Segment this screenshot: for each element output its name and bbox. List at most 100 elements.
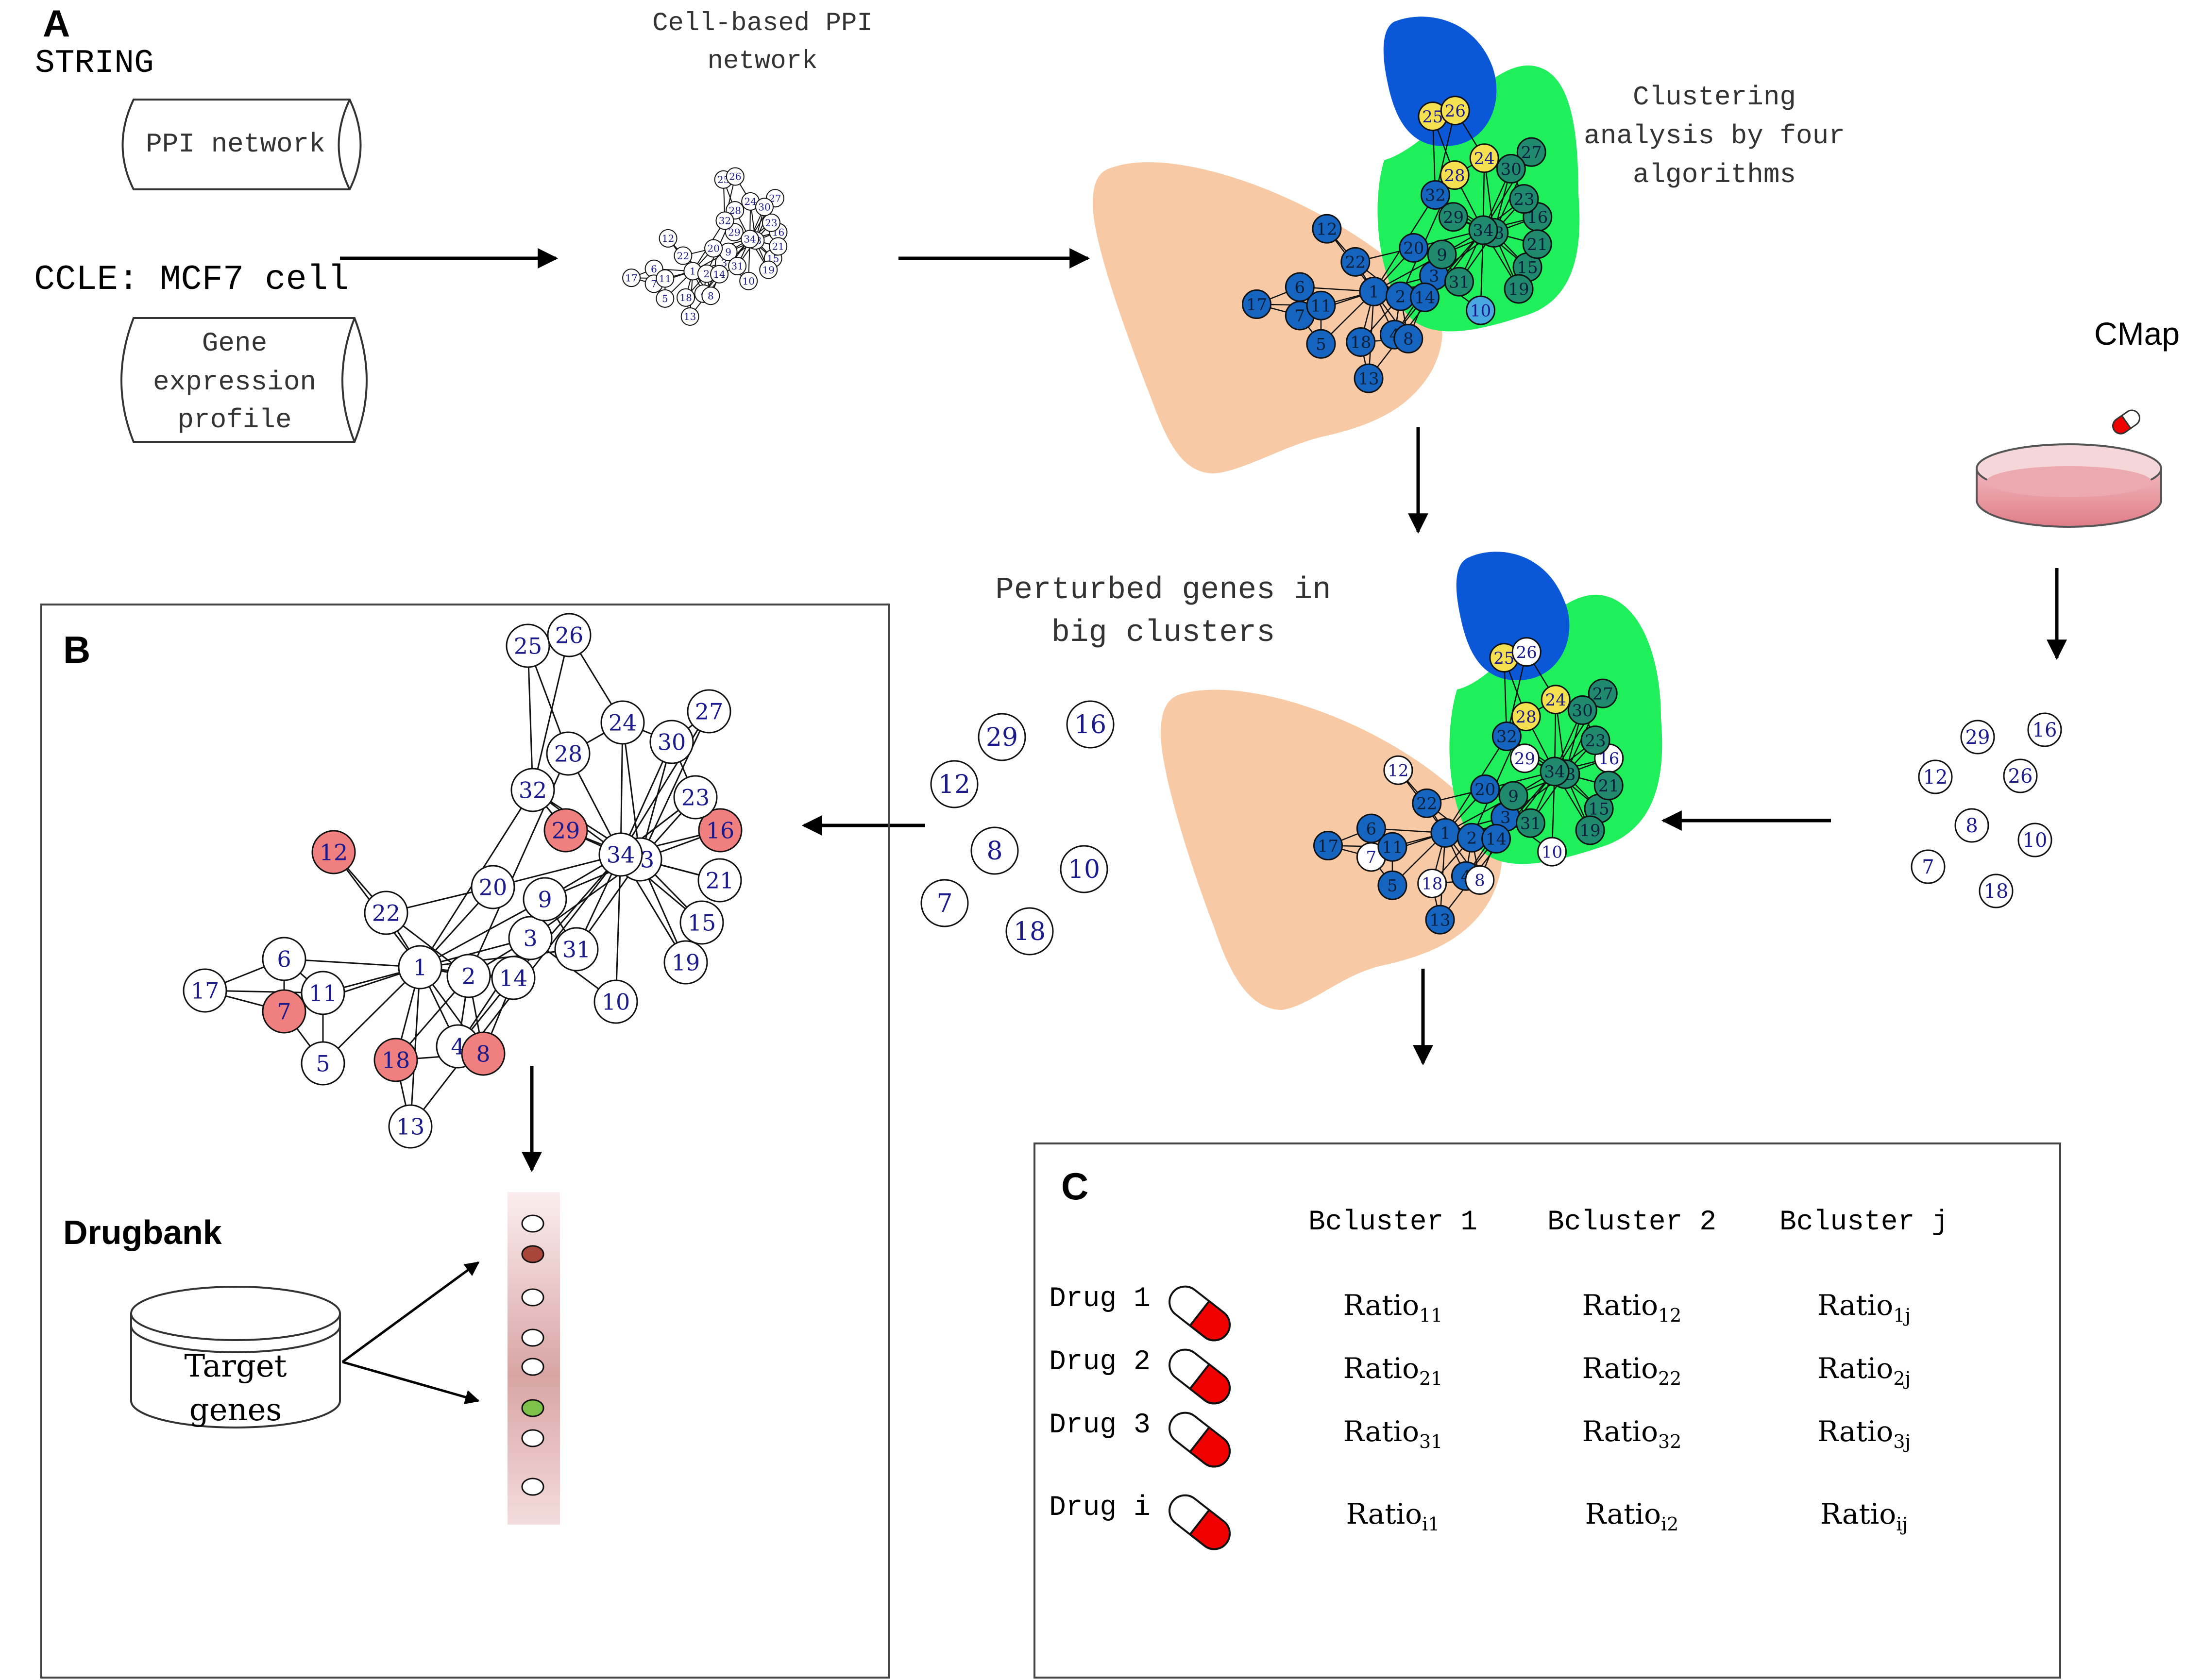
cluster-net-node-8: 8 <box>1393 323 1423 353</box>
perturbed-net-node-5: 5 <box>1377 870 1407 900</box>
target-gene-marker-green <box>521 1399 544 1417</box>
small-net-node-11: 11 <box>656 269 675 288</box>
svg-text:24: 24 <box>1545 690 1566 710</box>
panel-label-b: B <box>63 628 90 671</box>
drug-label: Drug 1 <box>1049 1283 1151 1315</box>
svg-text:21: 21 <box>706 868 734 894</box>
small-net-node-34: 34 <box>741 230 760 249</box>
svg-text:18: 18 <box>382 1047 410 1074</box>
drugbank-title: Drugbank <box>63 1213 222 1251</box>
svg-text:28: 28 <box>1444 166 1465 185</box>
svg-text:21: 21 <box>772 241 784 252</box>
target-gene-marker-white <box>521 1328 544 1347</box>
cluster-net-node-21: 21 <box>1522 229 1552 259</box>
svg-text:22: 22 <box>677 250 689 262</box>
svg-text:34: 34 <box>607 842 635 868</box>
cluster-net-node-1: 1 <box>1359 276 1389 306</box>
svg-text:29: 29 <box>1965 726 1990 749</box>
svg-text:5: 5 <box>1387 876 1398 896</box>
panel-b-net-node-18: 18 <box>373 1038 418 1082</box>
cluster-net-node-9: 9 <box>1427 239 1457 269</box>
svg-text:2: 2 <box>461 963 475 990</box>
cluster-net-node-5: 5 <box>1306 329 1336 359</box>
panel-b-net-node-26: 26 <box>547 613 592 657</box>
panel-b-net-node-30: 30 <box>649 720 694 764</box>
svg-text:27: 27 <box>1521 143 1542 162</box>
cluster-net-node-20: 20 <box>1399 233 1429 263</box>
svg-text:9: 9 <box>1508 787 1519 806</box>
target-genes-database: Target genes <box>130 1286 341 1428</box>
perturbed-net-node-24: 24 <box>1541 685 1571 715</box>
svg-text:5: 5 <box>1316 335 1326 354</box>
perturbed-net-node-18: 18 <box>1417 868 1447 898</box>
svg-text:16: 16 <box>1074 710 1106 739</box>
small-net-node-10: 10 <box>739 271 758 290</box>
panel-b-net-node-14: 14 <box>491 956 536 1000</box>
svg-text:7: 7 <box>1366 848 1377 867</box>
svg-text:32: 32 <box>1425 186 1446 205</box>
svg-text:14: 14 <box>499 965 528 991</box>
ratio-cell: Ratioij <box>1820 1497 1908 1535</box>
svg-text:12: 12 <box>1923 766 1948 789</box>
svg-text:28: 28 <box>1516 707 1537 727</box>
svg-text:25: 25 <box>514 633 542 659</box>
panel-b-net-node-15: 15 <box>679 900 724 945</box>
svg-text:29: 29 <box>1514 749 1535 769</box>
perturbed-net-node-8: 8 <box>1465 865 1495 895</box>
small-net-node-19: 19 <box>759 260 778 279</box>
target-gene-marker-dark-red <box>521 1245 544 1263</box>
svg-text:11: 11 <box>1310 297 1331 316</box>
svg-text:27: 27 <box>1592 684 1613 704</box>
gene-expression-database: Gene expression profile <box>120 317 368 443</box>
svg-text:6: 6 <box>277 946 291 973</box>
svg-text:24: 24 <box>744 196 756 207</box>
perturbed-gene-29: 29 <box>978 713 1026 761</box>
panel-b-net-edge <box>409 967 421 1127</box>
cluster-net-node-31: 31 <box>1444 267 1474 297</box>
svg-text:10: 10 <box>742 275 754 287</box>
svg-text:6: 6 <box>651 263 657 275</box>
gene-expression-label-line2: expression <box>153 367 316 398</box>
small-net-node-14: 14 <box>710 265 729 284</box>
small-net-node-18: 18 <box>677 288 695 307</box>
svg-text:31: 31 <box>562 937 591 963</box>
cell-based-ppi-network: 1234567891011121314151617181920212223242… <box>622 167 788 326</box>
perturbed-net-node-1: 1 <box>1430 818 1460 848</box>
svg-text:19: 19 <box>762 264 775 276</box>
perturbed-net-node-12: 12 <box>1383 755 1413 785</box>
perturbed-net-node-22: 22 <box>1412 788 1442 818</box>
target-gene-marker-white <box>521 1214 544 1233</box>
panel-b-net-node-9: 9 <box>523 877 567 922</box>
svg-text:12: 12 <box>662 233 674 244</box>
drug-label: Drug i <box>1049 1492 1151 1524</box>
svg-text:19: 19 <box>1579 821 1600 840</box>
svg-text:23: 23 <box>1513 190 1534 209</box>
perturbed-net-node-9: 9 <box>1498 781 1528 811</box>
ratio-cell: Ratio3j <box>1817 1415 1911 1452</box>
ratio-cell: Ratio21 <box>1343 1352 1443 1389</box>
svg-text:9: 9 <box>1437 245 1447 265</box>
svg-text:17: 17 <box>1246 295 1267 315</box>
small-net-node-8: 8 <box>701 286 720 305</box>
target-gene-marker-white <box>521 1429 544 1447</box>
cmap-gene-7: 7 <box>1911 849 1946 884</box>
svg-text:8: 8 <box>1965 815 1978 837</box>
clustered-network: 1234567891011121314151617181920212223242… <box>1093 17 1580 473</box>
svg-text:7: 7 <box>277 999 291 1025</box>
small-net-node-32: 32 <box>715 211 734 230</box>
perturbed-net-node-25: 25 <box>1489 643 1519 673</box>
svg-text:3: 3 <box>1429 267 1440 286</box>
svg-text:15: 15 <box>688 910 716 936</box>
cluster-net-node-28: 28 <box>1440 160 1470 190</box>
panel-b-net-node-32: 32 <box>510 768 555 812</box>
svg-text:26: 26 <box>729 171 741 183</box>
ppi-network-label: PPI network <box>146 129 325 160</box>
svg-text:2: 2 <box>1467 828 1477 848</box>
cluster-net-node-13: 13 <box>1354 363 1384 393</box>
panel-b-net-node-12: 12 <box>311 830 356 874</box>
cluster-net-node-10: 10 <box>1466 295 1496 325</box>
panel-b-net-node-25: 25 <box>506 623 550 668</box>
cell-network-title-line1: Cell-based PPI <box>652 9 873 38</box>
panel-b-net-node-29: 29 <box>543 808 588 853</box>
